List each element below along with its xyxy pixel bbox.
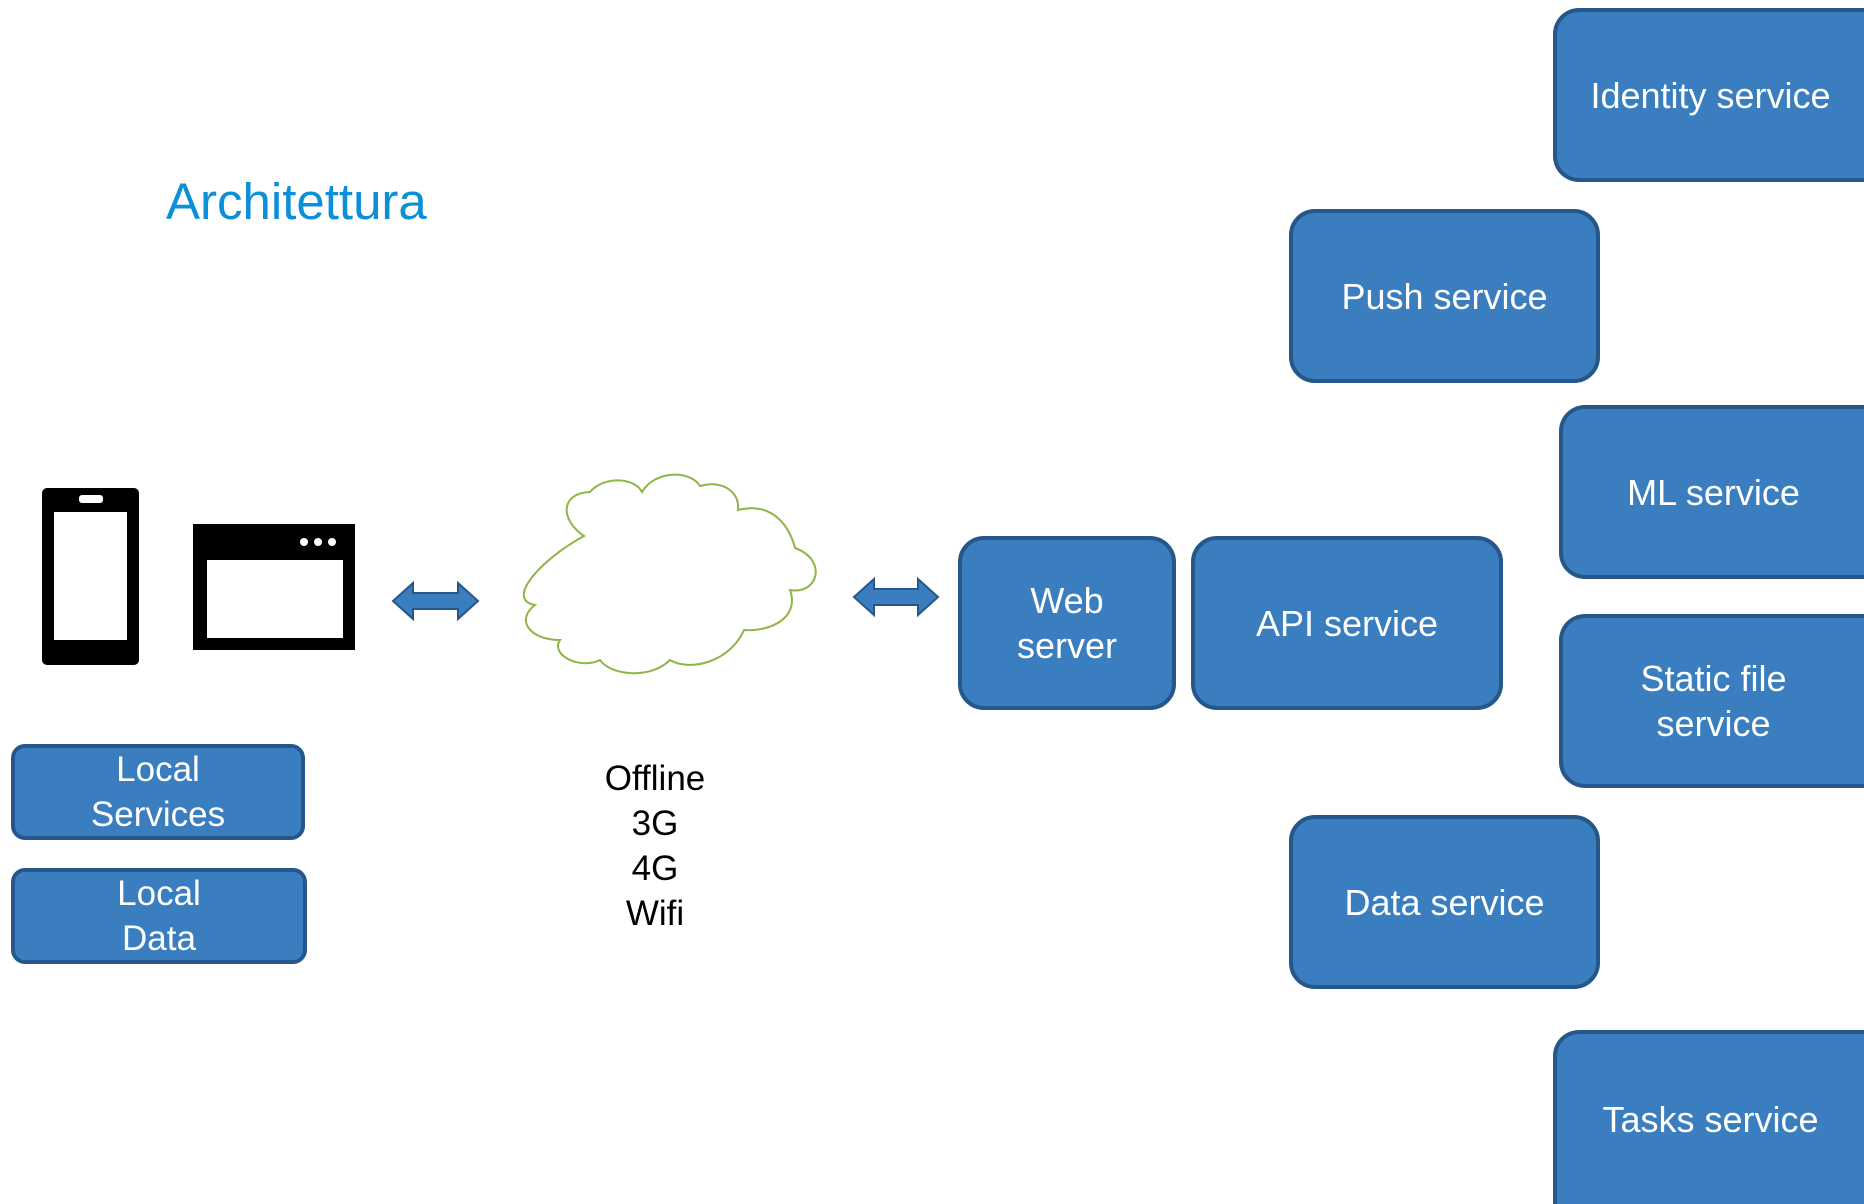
- static-file-service-box: Static file service: [1559, 614, 1864, 788]
- network-label: 4G: [631, 849, 679, 888]
- api-service-label: API service: [1255, 602, 1439, 644]
- ml-service-box: ML service: [1559, 405, 1864, 579]
- tasks-service-label: Tasks service: [1602, 1098, 1819, 1140]
- network-label: 3G: [631, 804, 679, 843]
- diagram-title: Architettura: [166, 173, 427, 230]
- web-server-line-2: server: [1016, 625, 1118, 666]
- push-service-label: Push service: [1341, 275, 1548, 317]
- local-data-line-2: Data: [122, 919, 196, 958]
- push-service-box: Push service: [1289, 209, 1600, 383]
- local-data-box: Local Data: [11, 868, 307, 964]
- api-service-box: API service: [1191, 536, 1503, 710]
- data-service-label: Data service: [1344, 881, 1545, 923]
- static-file-service-line-2: service: [1656, 703, 1771, 744]
- cloud-icon: [522, 473, 817, 675]
- network-labels: Offline 3G 4G Wifi: [560, 756, 750, 936]
- network-label: Offline: [604, 759, 706, 798]
- local-services-box: Local Services: [11, 744, 305, 840]
- ml-service-label: ML service: [1627, 471, 1800, 513]
- local-services-line-2: Services: [90, 795, 226, 834]
- web-server-line-1: Web: [1030, 580, 1104, 621]
- web-server-box: Web server: [958, 536, 1176, 710]
- local-data-line-1: Local: [117, 874, 201, 913]
- data-service-box: Data service: [1289, 815, 1600, 989]
- static-file-service-line-1: Static file: [1640, 658, 1787, 699]
- tasks-service-box: Tasks service: [1553, 1030, 1864, 1204]
- smartphone-icon: [42, 488, 139, 665]
- identity-service-box: Identity service: [1553, 8, 1864, 182]
- browser-window-icon: [193, 524, 355, 650]
- double-arrow-icon: [391, 580, 480, 622]
- identity-service-label: Identity service: [1590, 74, 1831, 116]
- double-arrow-icon: [852, 576, 940, 618]
- network-label: Wifi: [625, 894, 685, 933]
- local-services-line-1: Local: [116, 750, 200, 789]
